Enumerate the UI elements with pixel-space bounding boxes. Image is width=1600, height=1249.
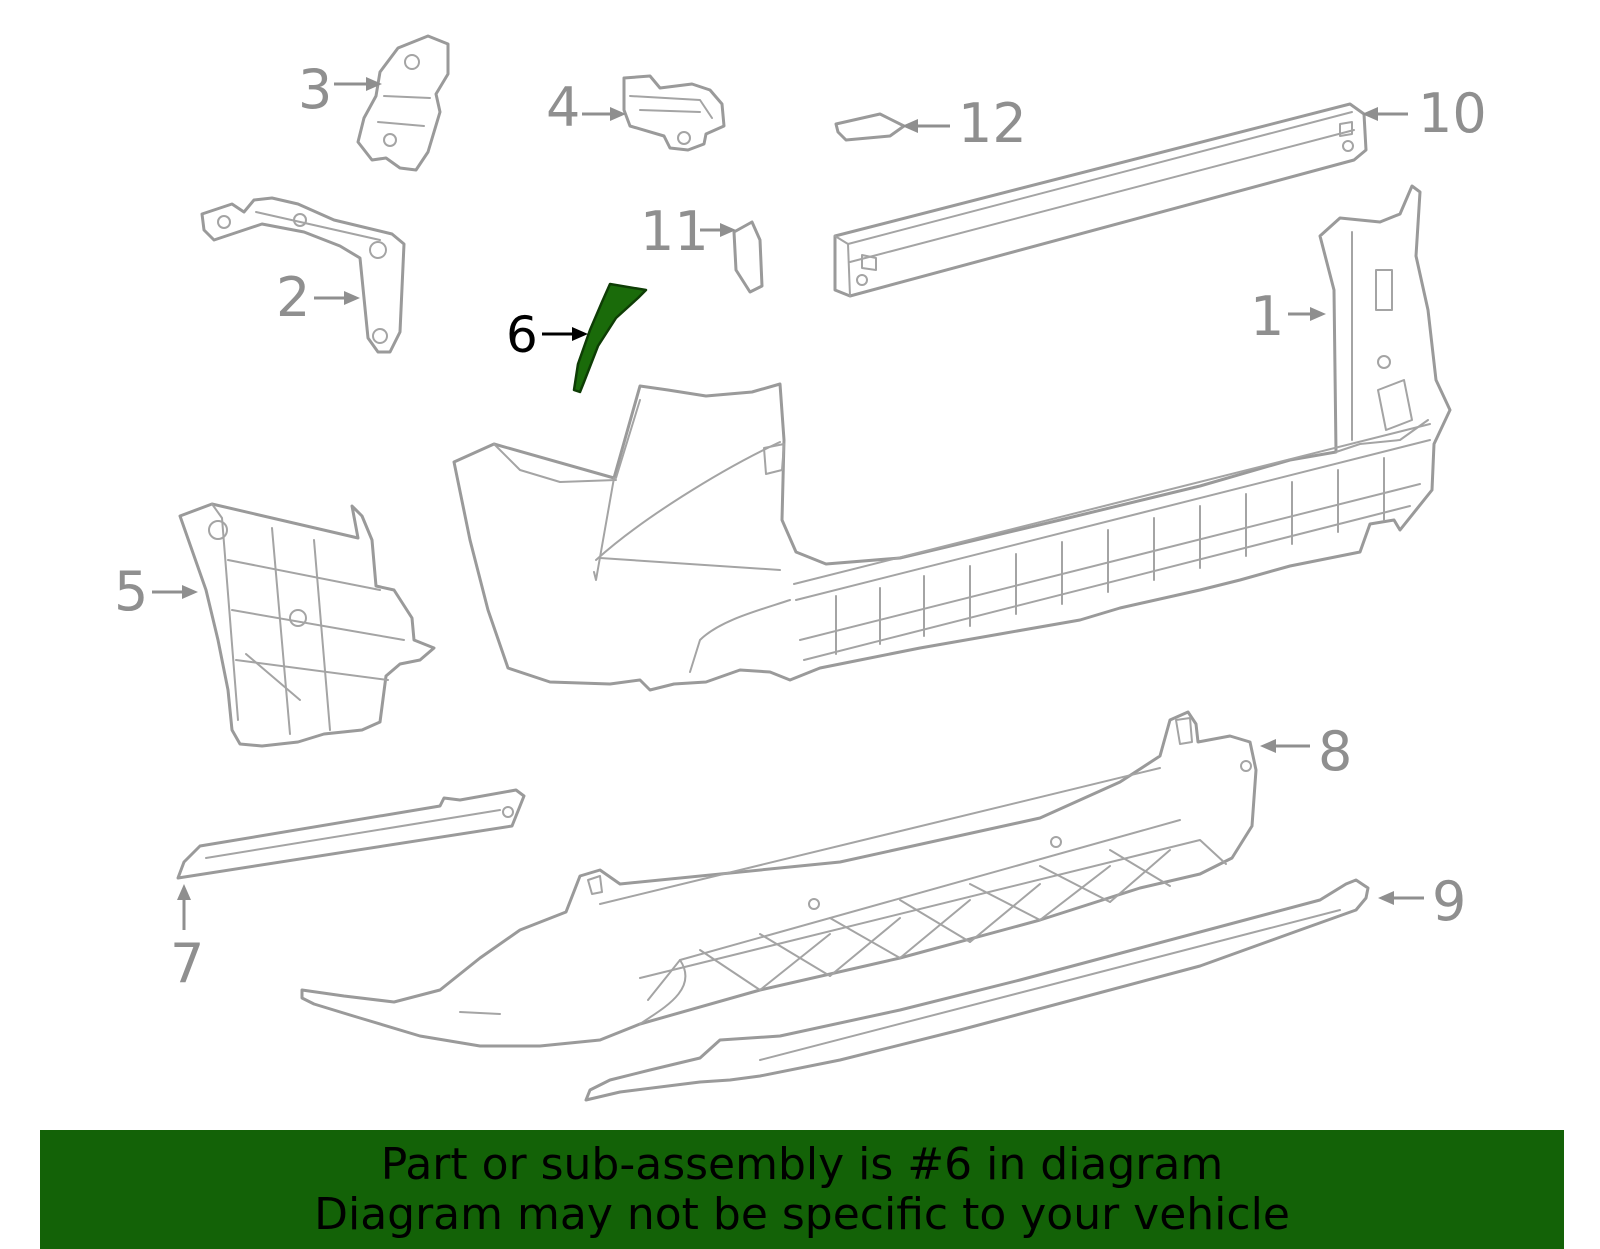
part-11-plate[interactable] bbox=[732, 220, 764, 294]
part-9-trim-strip[interactable] bbox=[584, 878, 1370, 1102]
callout-8: 8 bbox=[1260, 720, 1352, 783]
banner-line-2: Diagram may not be specific to your vehi… bbox=[314, 1189, 1290, 1240]
svg-text:12: 12 bbox=[958, 92, 1027, 155]
svg-text:5: 5 bbox=[114, 560, 148, 623]
part-5-guide-bracket[interactable] bbox=[178, 502, 436, 748]
svg-text:2: 2 bbox=[276, 266, 310, 329]
svg-text:7: 7 bbox=[170, 932, 204, 995]
svg-text:1: 1 bbox=[1250, 285, 1284, 348]
callout-10: 10 bbox=[1362, 82, 1487, 145]
part-7-reflector[interactable] bbox=[176, 788, 526, 880]
part-8-lower-cover[interactable] bbox=[300, 710, 1258, 1048]
callout-9: 9 bbox=[1378, 870, 1466, 933]
svg-text:4: 4 bbox=[546, 76, 580, 139]
callout-1: 1 bbox=[1250, 285, 1326, 348]
svg-text:10: 10 bbox=[1418, 82, 1487, 145]
part-2-guide-bracket[interactable] bbox=[200, 196, 406, 354]
banner-line-1: Part or sub-assembly is #6 in diagram bbox=[380, 1139, 1224, 1190]
svg-text:6: 6 bbox=[506, 306, 538, 364]
callout-11: 11 bbox=[640, 200, 736, 263]
callout-2: 2 bbox=[276, 266, 360, 329]
callout-4: 4 bbox=[546, 76, 626, 139]
part-4-bracket[interactable] bbox=[622, 74, 726, 152]
callout-6: 6 bbox=[506, 306, 588, 364]
part-6-trim-highlighted[interactable] bbox=[572, 282, 648, 394]
svg-text:8: 8 bbox=[1318, 720, 1352, 783]
callout-12: 12 bbox=[902, 92, 1027, 155]
part-12-pad[interactable] bbox=[834, 112, 906, 142]
part-1-bumper-assembly[interactable] bbox=[452, 184, 1452, 692]
part-3-side-bracket[interactable] bbox=[356, 34, 450, 172]
svg-text:9: 9 bbox=[1432, 870, 1466, 933]
callout-3: 3 bbox=[298, 58, 382, 121]
svg-text:3: 3 bbox=[298, 58, 332, 121]
part-10-reinforcement-beam[interactable] bbox=[833, 102, 1368, 298]
info-banner: Part or sub-assembly is #6 in diagram Di… bbox=[40, 1130, 1564, 1249]
callout-5: 5 bbox=[114, 560, 198, 623]
svg-text:11: 11 bbox=[640, 200, 709, 263]
callout-7: 7 bbox=[170, 884, 204, 995]
